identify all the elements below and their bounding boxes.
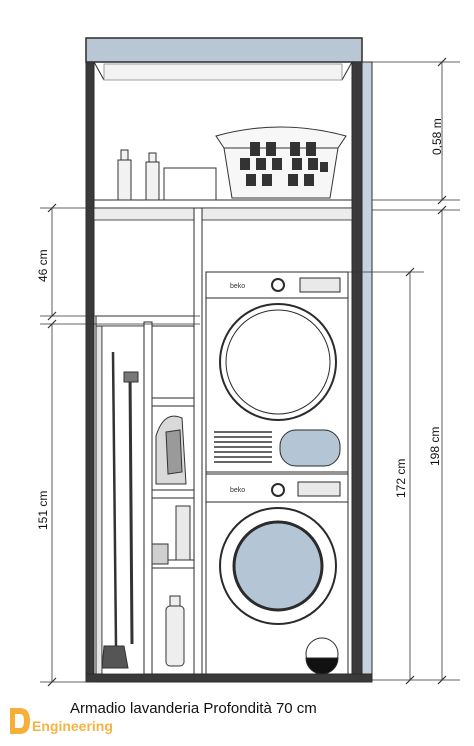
dryer-brand-label: beko <box>230 283 245 290</box>
dimension-lines <box>40 61 460 683</box>
watermark-text: Engineering <box>32 718 113 734</box>
dim-shelf-gap: 46 cm <box>36 249 50 282</box>
cabinet-frame <box>85 37 373 683</box>
dim-top-shelf-height: 0,58 m <box>430 118 444 155</box>
cleaner-bottle-icon <box>151 543 169 565</box>
bottle-left-icon <box>117 149 132 201</box>
left-compartment <box>95 315 195 675</box>
bottle-right-icon <box>145 152 160 201</box>
dimension-ticks <box>47 57 447 687</box>
dim-stack-height: 172 cm <box>394 459 408 498</box>
box-icon <box>163 167 217 201</box>
caption: Armadio lavanderia Profondità 70 cm <box>70 700 317 717</box>
washer-brand-label: beko <box>230 487 245 494</box>
top-shelf <box>93 199 353 221</box>
detergent-box-icon <box>175 505 191 561</box>
broom-icon <box>123 371 139 645</box>
detergent-bottle-icon <box>165 595 185 667</box>
iron-icon <box>155 415 187 485</box>
center-divider <box>193 207 203 675</box>
dryer-icon <box>205 271 349 473</box>
dim-total-height: 198 cm <box>428 427 442 466</box>
washing-machine-icon <box>205 471 349 675</box>
engineering-logo: Engineering <box>8 704 138 740</box>
dim-left-cabinet-height: 151 cm <box>36 491 50 530</box>
mop-icon <box>101 351 129 669</box>
logo-mark-icon <box>10 708 30 734</box>
laundry-basket-icon <box>215 126 347 199</box>
